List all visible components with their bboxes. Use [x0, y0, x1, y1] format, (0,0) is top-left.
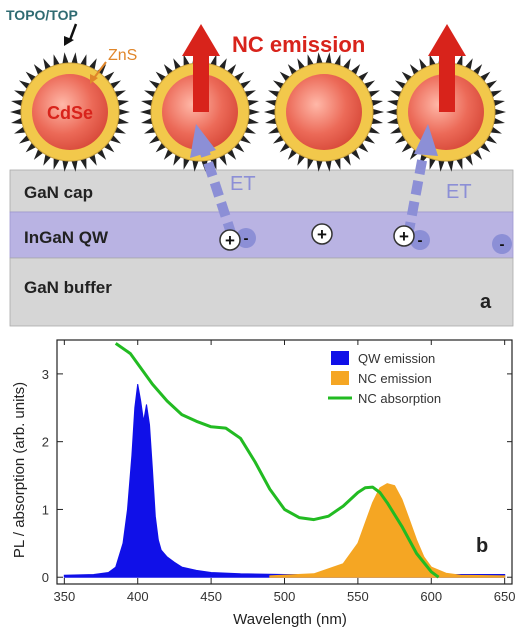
legend: QW emission NC emission NC absorption	[328, 351, 441, 406]
legend-item: NC emission	[331, 371, 432, 386]
emission-arrow-left	[182, 24, 220, 112]
topo-top-label: TOPO/TOP	[6, 7, 78, 23]
et-arrow-right	[403, 124, 438, 237]
svg-text:-: -	[500, 236, 505, 253]
gan-buffer-label: GaN buffer	[24, 278, 112, 297]
cdse-core	[32, 74, 108, 150]
y-axis-label: PL / absorption (arb. units)	[11, 382, 28, 558]
panel-b-letter: b	[476, 535, 488, 557]
svg-text:+: +	[399, 227, 409, 246]
x-axis-label: Wavelength (nm)	[233, 611, 347, 628]
svg-text:+: +	[317, 225, 327, 244]
legend-label: QW emission	[358, 351, 435, 366]
x-tick-label: 500	[274, 589, 296, 604]
hole: +	[311, 223, 333, 245]
gan-cap-label: GaN cap	[24, 183, 93, 202]
ingan-qw-label: InGaN QW	[24, 228, 109, 247]
x-tick-label: 650	[494, 589, 516, 604]
y-tick-label: 2	[42, 435, 49, 450]
et-label-right: ET	[446, 181, 472, 203]
y-tick-label: 3	[42, 367, 49, 382]
et-arrow-left	[190, 124, 237, 238]
emission-arrow-right	[428, 24, 466, 112]
ligand-pointer-arrow	[64, 23, 78, 46]
legend-label: NC absorption	[358, 391, 441, 406]
legend-item: QW emission	[331, 351, 435, 366]
hole: +	[219, 229, 241, 251]
x-tick-label: 600	[420, 589, 442, 604]
nanocrystal: CdSe	[10, 52, 130, 172]
ingan-qw-layer	[9, 211, 514, 259]
y-tick-label: 0	[42, 570, 49, 585]
legend-swatch	[331, 351, 349, 365]
series-area-nc-emission	[269, 483, 506, 578]
series-line-nc-absorption	[114, 342, 440, 579]
nanocrystal	[264, 52, 384, 172]
svg-text:-: -	[418, 232, 423, 249]
y-tick-label: 1	[42, 502, 49, 517]
et-label-left: ET	[230, 173, 256, 195]
x-tick-label: 550	[347, 589, 369, 604]
svg-text:+: +	[225, 231, 235, 250]
electron: -	[236, 228, 256, 248]
shell-pointer-arrow	[90, 61, 107, 84]
zns-label: ZnS	[108, 47, 137, 64]
legend-swatch	[331, 371, 349, 385]
gan-buffer-layer	[9, 257, 514, 327]
gan-cap-layer	[9, 169, 514, 213]
cdse-core	[286, 74, 362, 150]
cdse-label: CdSe	[47, 103, 93, 123]
panel-a: GaN cap InGaN QW GaN buffer a CdSe ET ET…	[6, 7, 514, 327]
x-tick-label: 350	[53, 589, 75, 604]
legend-label: NC emission	[358, 371, 432, 386]
electron: -	[492, 234, 512, 254]
ligand-spikes	[264, 52, 384, 172]
electron: -	[410, 230, 430, 250]
panel-a-letter: a	[480, 291, 492, 313]
legend-item: NC absorption	[328, 391, 441, 406]
svg-text:-: -	[244, 230, 249, 247]
series-area-qw-emission	[63, 384, 506, 578]
x-tick-label: 400	[127, 589, 149, 604]
x-tick-label: 450	[200, 589, 222, 604]
hole: +	[393, 225, 415, 247]
panel-b: 350 400 450 500 550 600 650 0 1 2 3 b Wavelength (…	[11, 339, 516, 628]
nc-emission-label: NC emission	[232, 32, 365, 57]
